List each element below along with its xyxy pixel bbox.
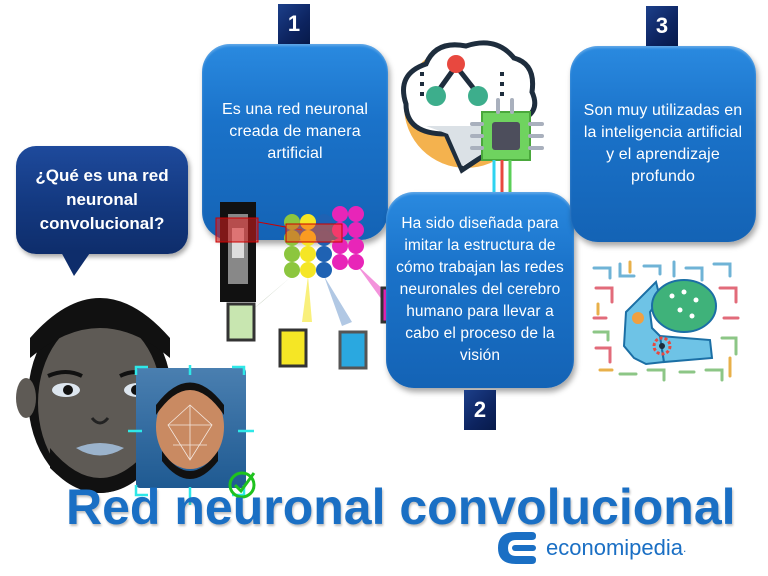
step-3-box: Son muy utilizadas en la inteligencia ar… bbox=[570, 46, 756, 242]
economipedia-logo-mark-icon bbox=[498, 532, 536, 564]
brain-chip-icon bbox=[401, 40, 544, 200]
speech-bubble-tail bbox=[60, 250, 92, 276]
question-speech-bubble: ¿Qué es una red neuronal convolucional? bbox=[16, 146, 188, 254]
face-illustration-icon bbox=[16, 298, 172, 493]
step-1-text: Es una red neuronal creada de manera art… bbox=[221, 101, 368, 162]
step-2-number: 2 bbox=[473, 397, 487, 422]
economipedia-logo-dot: . bbox=[682, 541, 687, 555]
step-3-text: Son muy utilizadas en la inteligencia ar… bbox=[583, 102, 743, 185]
step-3-number-tab: 3 bbox=[646, 6, 678, 46]
face-scan-icon bbox=[128, 365, 256, 505]
question-text: ¿Qué es una red neuronal convolucional? bbox=[35, 166, 169, 233]
convolution-filters-icon bbox=[215, 202, 408, 370]
step-3-number: 3 bbox=[655, 13, 669, 38]
step-2-box: Ha sido diseñada para imitar la estructu… bbox=[386, 192, 574, 388]
economipedia-logo: economipedia . bbox=[494, 530, 686, 566]
main-title: Red neuronal convolucional bbox=[66, 479, 736, 535]
step-1-number: 1 bbox=[287, 11, 301, 36]
ai-head-maze-icon bbox=[592, 260, 740, 382]
step-2-number-tab: 2 bbox=[464, 390, 496, 430]
step-2-text: Ha sido diseñada para imitar la estructu… bbox=[396, 215, 564, 364]
step-1-number-tab: 1 bbox=[278, 4, 310, 44]
economipedia-logo-text: economipedia bbox=[546, 535, 683, 560]
